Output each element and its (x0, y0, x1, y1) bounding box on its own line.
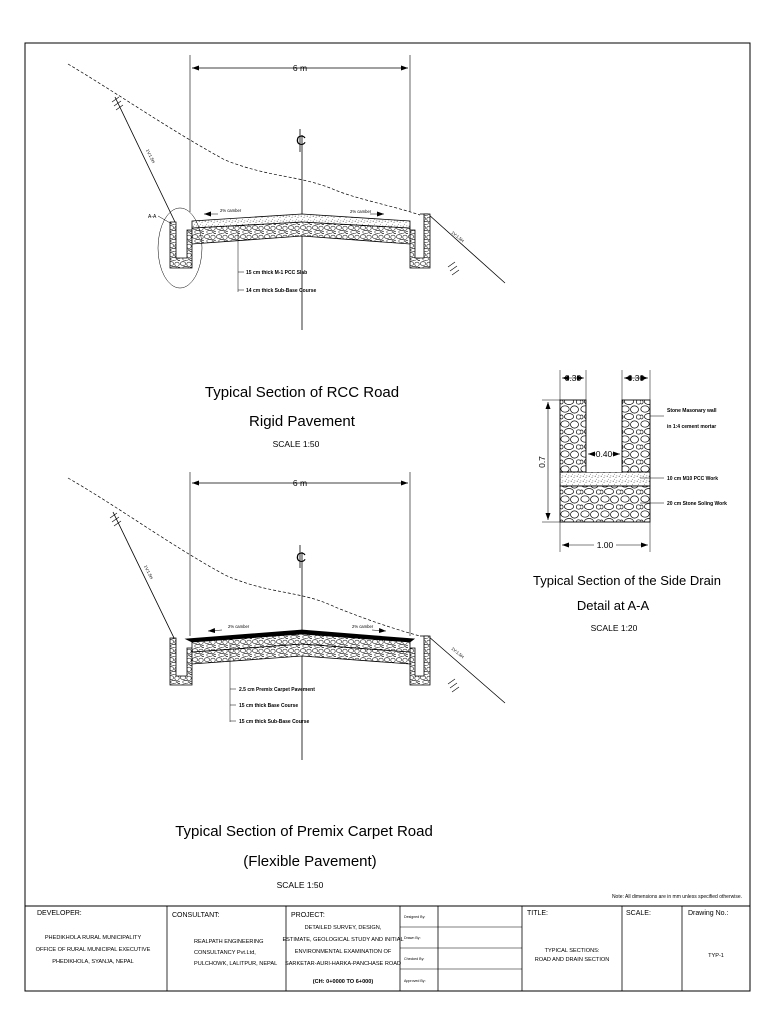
premix-fill-slope (427, 635, 506, 704)
project-line-4: SARKETAR-AURI-HARKA-PANCHASE ROAD (285, 961, 401, 967)
premix-layer-carpet: 2.5 cm Premix Carpet Pavement (239, 687, 315, 693)
svg-text:C: C (296, 549, 306, 565)
drain-pcc-layer (559, 471, 651, 487)
premix-layer-subbase: 15 cm thick Sub-Base Course (239, 719, 310, 725)
consultant-line-1: REALPATH ENGINEERING (194, 939, 263, 945)
rcc-road-section: 6 m C 1V:1.5H 1V:1.5H (67, 55, 506, 449)
sheet-border (24, 42, 751, 992)
drain-note-wall-2: in 1:4 cement mortar (667, 424, 716, 430)
developer-line-3: PHEDIKHOLA, SYANJA, NEPAL (52, 959, 134, 965)
premix-right-drain (409, 635, 431, 686)
developer-line-2: OFFICE OF RURAL MUNICIPAL EXECUTIVE (36, 947, 151, 953)
drawn-by-label: Drawn By: (404, 936, 421, 940)
title-line-1: TYPICAL SECTIONS: (545, 948, 600, 954)
drain-dim-total-label: 1.00 (597, 540, 614, 550)
rcc-title-line2: Rigid Pavement (249, 413, 356, 430)
checked-by-label: Checked By: (404, 957, 424, 961)
drain-title-line2: Detail at A-A (577, 598, 650, 613)
rcc-pcc-slab (191, 213, 411, 229)
rcc-section-marker: A-A (148, 214, 157, 220)
premix-layer-leaders (229, 644, 236, 722)
drain-left-wall (559, 399, 587, 473)
premix-centerline-symbol: C (296, 545, 306, 568)
scale-label: SCALE: (626, 910, 651, 917)
rcc-layer-subbase: 14 cm thick Sub-Base Course (246, 288, 317, 294)
drain-scale: SCALE 1:20 (591, 623, 638, 633)
rcc-fill-hatch-icon (447, 261, 460, 276)
developer-label: DEVELOPER: (37, 910, 82, 917)
rcc-camber-left: 2% camber (220, 208, 242, 213)
premix-camber-left: 2% camber (228, 624, 250, 629)
premix-left-drain (169, 637, 193, 686)
rcc-centerline-symbol: C (296, 129, 306, 152)
developer-line-1: PHEDIKHOLA RURAL MUNICIPALITY (45, 935, 142, 941)
rcc-slope-right-label: 1V:1.5H (450, 230, 465, 243)
consultant-line-3: PULCHOWK, LALITPUR, NEPAL (194, 961, 277, 967)
rcc-scale: SCALE 1:50 (273, 439, 320, 449)
side-drain-detail: 0.30 0.30 0.40 0.7 1.00 Stone Masonary (533, 370, 727, 633)
designed-by-label: Designed By: (404, 915, 425, 919)
drain-dim-inner-label: 0.40 (596, 449, 613, 459)
premix-layer-base: 15 cm thick Base Course (239, 703, 298, 709)
drawing-no-label: Drawing No.: (688, 910, 729, 917)
drain-channel (586, 400, 622, 472)
drain-dim-left-label: 0.30 (565, 373, 582, 383)
drain-dim-height-label: 0.7 (537, 456, 547, 468)
project-line-3: ENVIRONMENTAL EXAMINATION OF (295, 949, 392, 955)
rcc-existing-ground (67, 63, 421, 216)
title-line-2: ROAD AND DRAIN SECTION (535, 957, 610, 963)
consultant-label: CONSULTANT: (172, 912, 220, 919)
title-label: TITLE: (527, 910, 548, 917)
approved-by-label: Approved By: (404, 979, 426, 983)
rcc-cut-slope (114, 96, 176, 223)
rcc-left-drain (169, 221, 193, 269)
drain-stone-soling (559, 485, 651, 523)
rcc-camber-right: 2% camber (350, 209, 372, 214)
detail-callout-circle (157, 207, 203, 289)
premix-scale: SCALE 1:50 (277, 880, 324, 890)
rcc-layer-pcc: 15 cm thick M-1 PCC Slab (246, 270, 307, 276)
project-label: PROJECT: (291, 912, 325, 919)
dimensions-note: Note: All dimensions are in mm unless sp… (612, 894, 742, 900)
premix-title-line1: Typical Section of Premix Carpet Road (175, 823, 433, 840)
drain-dim-right-label: 0.30 (628, 373, 645, 383)
rcc-fill-slope (427, 213, 506, 284)
drain-note-leaders (640, 415, 664, 504)
rcc-slope-left-label: 1V:1.5H (145, 148, 156, 164)
rcc-ground-hatch-icon (111, 96, 124, 111)
premix-title-line2: (Flexible Pavement) (243, 853, 376, 870)
premix-ground-hatch-icon (109, 512, 122, 527)
drain-right-wall (621, 399, 651, 473)
premix-width-label: 6 m (293, 478, 307, 488)
drain-title-line1: Typical Section of the Side Drain (533, 573, 721, 588)
project-line-1: DETAILED SURVEY, DESIGN, (305, 925, 382, 931)
drain-note-pcc: 10 cm M10 PCC Work (667, 476, 718, 482)
drain-note-wall-1: Stone Masonary wall (667, 408, 717, 414)
premix-camber-right: 2% camber (352, 624, 374, 629)
title-block: DEVELOPER: PHEDIKHOLA RURAL MUNICIPALITY… (25, 905, 750, 991)
premix-carpet-layer (184, 629, 416, 643)
premix-slope-left-label: 1V:1.5H (143, 564, 154, 580)
project-line-2: ESTIMATE, GEOLOGICAL STUDY AND INITIAL (282, 937, 403, 943)
premix-road-section: 6 m C 1V:1.5H 1V:1.5H 2% camber 2% cambe… (67, 472, 506, 890)
drain-note-soling: 20 cm Stone Soling Work (667, 501, 727, 507)
rcc-layer-leaders (237, 232, 244, 292)
premix-fill-hatch-icon (447, 678, 460, 693)
premix-cut-slope (112, 511, 176, 641)
premix-existing-ground (67, 477, 421, 637)
rcc-right-drain (409, 213, 431, 269)
svg-text:C: C (296, 132, 306, 148)
consultant-line-2: CONSULTANCY Pvt.Ltd, (194, 950, 256, 956)
rcc-width-label: 6 m (293, 63, 307, 73)
drawing-no: TYP-1 (708, 953, 724, 959)
rcc-title-line1: Typical Section of RCC Road (205, 384, 399, 401)
project-line-5: (CH: 0+0000 TO 6+000) (313, 979, 374, 985)
